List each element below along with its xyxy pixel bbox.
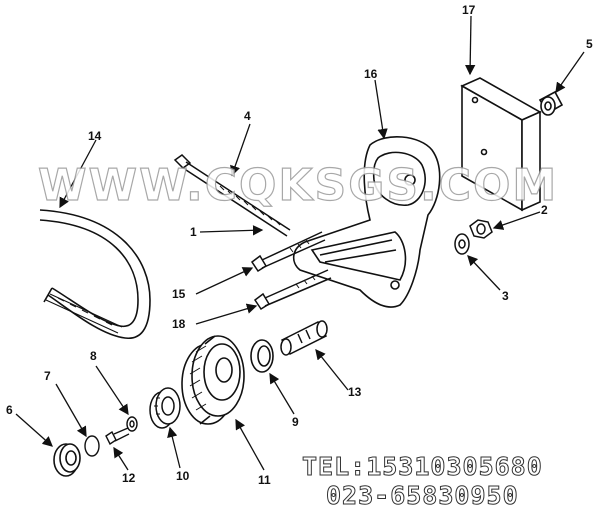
callout-4: 4 — [244, 109, 251, 123]
callout-7: 7 — [44, 369, 51, 383]
washer-8-part — [126, 416, 138, 432]
callout-3: 3 — [502, 289, 509, 303]
spacer-part — [538, 90, 564, 116]
callout-13: 13 — [348, 385, 362, 399]
callout-2: 2 — [541, 203, 548, 217]
washer-3-part — [454, 233, 470, 255]
callout-8: 8 — [90, 349, 97, 363]
pulley-part — [181, 335, 245, 425]
callout-15: 15 — [172, 287, 186, 301]
callout-1: 1 — [190, 225, 197, 239]
callout-11: 11 — [258, 473, 271, 487]
leader-lines — [15, 15, 585, 471]
contact-phone: 023-65830950 — [326, 481, 519, 511]
bracket-plate-part — [460, 77, 542, 212]
callout-12: 12 — [122, 471, 136, 485]
watermark-text: WWW.CQKSGS.COM — [37, 159, 559, 211]
o-ring-part — [84, 435, 100, 457]
callout-16: 16 — [364, 67, 378, 81]
callout-17: 17 — [462, 3, 476, 17]
callout-10: 10 — [176, 469, 190, 483]
bearing-part — [149, 387, 181, 429]
idler-bracket-part — [292, 135, 441, 308]
nut-part — [469, 219, 493, 239]
idler-shaft-part — [280, 320, 328, 356]
callout-5: 5 — [586, 37, 593, 51]
bolt-15-part — [250, 231, 326, 273]
small-bolt-part — [105, 427, 130, 446]
contact-tel: TEL:15310305680 — [302, 452, 543, 482]
bolt-18-part — [253, 269, 332, 311]
callout-18: 18 — [172, 317, 186, 331]
callout-14: 14 — [88, 129, 102, 143]
callout-6: 6 — [6, 403, 13, 417]
cap-part — [53, 443, 81, 477]
callout-9: 9 — [292, 415, 299, 429]
seal-ring-part — [250, 339, 274, 373]
long-bolt-part — [173, 154, 291, 237]
belt-part — [39, 209, 151, 339]
